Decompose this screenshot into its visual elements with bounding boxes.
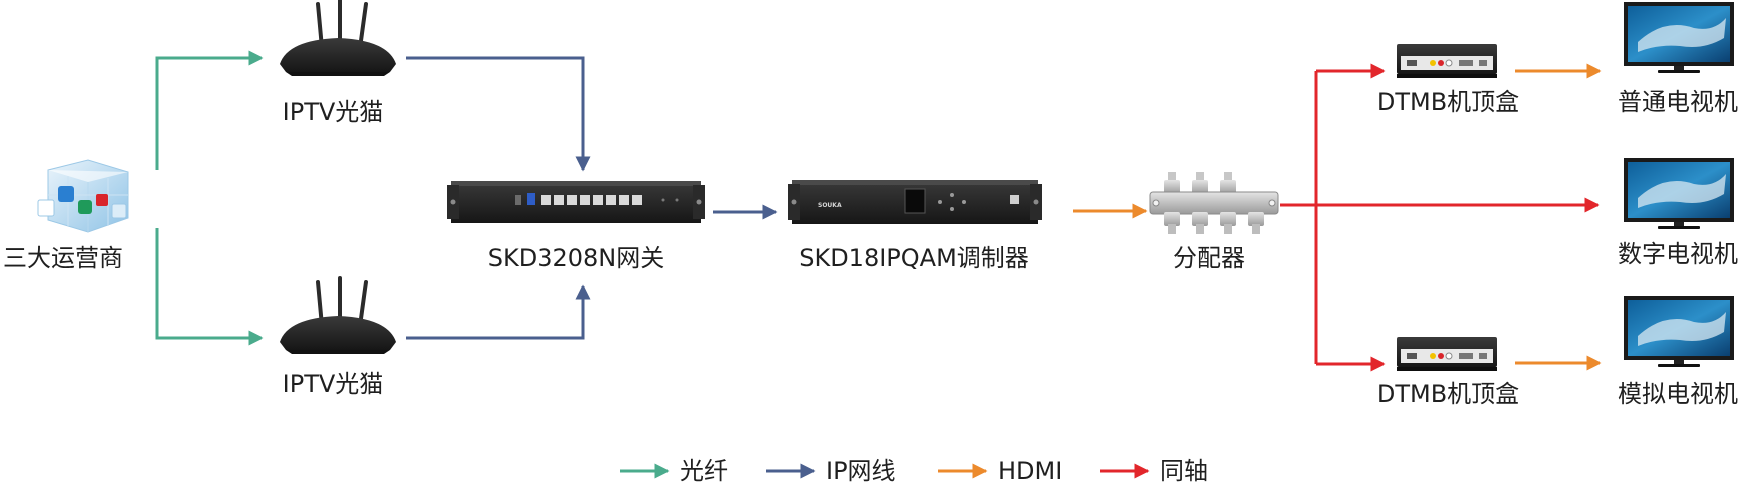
label-tv-top: 普通电视机 <box>1618 88 1738 116</box>
stb-top-icon <box>1397 44 1497 78</box>
legend: 光纤 IP网线 HDMI 同轴 <box>620 457 1208 484</box>
tv-top-icon <box>1624 2 1734 73</box>
legend-label: HDMI <box>998 457 1062 484</box>
label-splitter: 分配器 <box>1173 244 1245 272</box>
label-modem-top: IPTV光猫 <box>283 98 384 126</box>
label-gateway: SKD3208N网关 <box>488 244 664 272</box>
operators-cube-icon <box>37 159 129 233</box>
label-tv-middle: 数字电视机 <box>1618 240 1738 268</box>
gateway-device-icon <box>447 181 705 223</box>
label-stb-top: DTMB机顶盒 <box>1377 88 1519 116</box>
modem-bottom-icon <box>280 276 396 354</box>
modulator-brand-label: SOUKA <box>818 202 842 209</box>
legend-label: IP网线 <box>826 457 896 484</box>
label-modulator: SKD18IPQAM调制器 <box>799 244 1029 272</box>
ip-link-bottom <box>406 284 591 340</box>
splitter-device-icon <box>1149 172 1279 234</box>
label-modem-bottom: IPTV光猫 <box>283 370 384 398</box>
fiber-link-top <box>155 50 264 170</box>
ip-link-top <box>406 56 591 172</box>
tv-bottom-icon <box>1624 296 1734 367</box>
legend-item-coax: 同轴 <box>1100 457 1208 484</box>
legend-item-ip: IP网线 <box>766 457 896 484</box>
fiber-link-bottom <box>155 228 264 346</box>
legend-item-hdmi: HDMI <box>938 457 1062 484</box>
tv-middle-icon <box>1624 158 1734 229</box>
label-operators: 三大运营商 <box>3 244 123 272</box>
modem-top-icon <box>280 0 396 76</box>
label-stb-bottom: DTMB机顶盒 <box>1377 380 1519 408</box>
legend-label: 同轴 <box>1160 457 1208 484</box>
legend-label: 光纤 <box>680 457 728 484</box>
label-tv-bottom: 模拟电视机 <box>1618 380 1738 408</box>
stb-bottom-icon <box>1397 337 1497 371</box>
legend-item-fiber: 光纤 <box>620 457 728 484</box>
modulator-device-icon: SOUKA <box>788 180 1042 224</box>
